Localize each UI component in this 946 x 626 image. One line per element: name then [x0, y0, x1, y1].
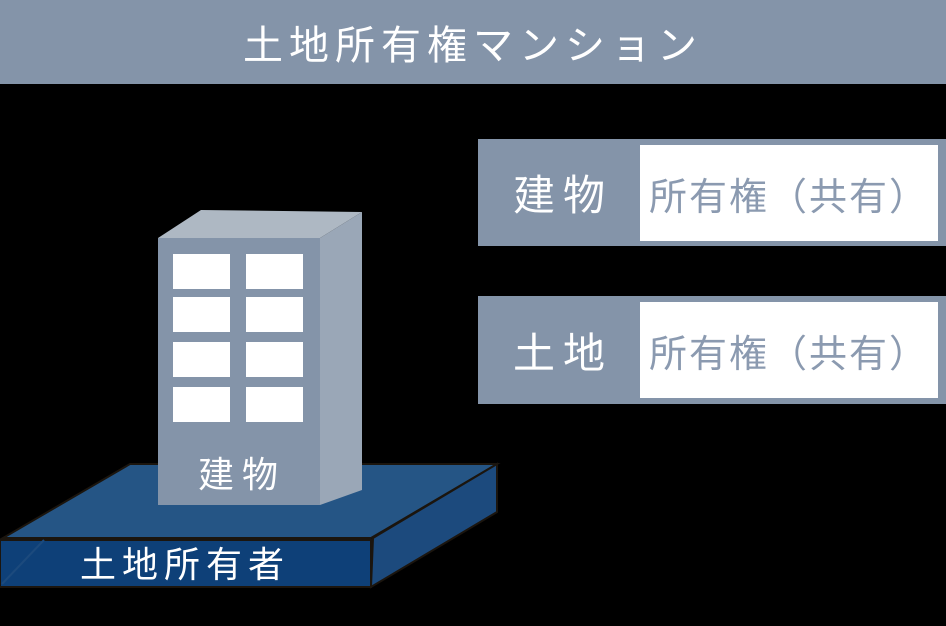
window — [246, 254, 303, 289]
row-land-label: 土地 — [512, 328, 613, 378]
row-building-label: 建物 — [512, 171, 613, 220]
window — [246, 342, 303, 377]
page-title: 土地所有権マンション — [243, 23, 703, 69]
row-land-value-box: 所有権（共有） — [640, 302, 938, 398]
building-top-face — [158, 210, 362, 238]
row-land-value: 所有権（共有） — [648, 331, 929, 376]
window — [173, 254, 230, 289]
title-bar: 土地所有権マンション — [0, 0, 946, 84]
window — [173, 297, 230, 332]
building-side-face — [320, 212, 362, 505]
land-front-face — [0, 539, 372, 588]
land-left-edge — [1, 539, 45, 585]
window — [246, 297, 303, 332]
window — [246, 387, 303, 422]
land-owner-label: 土地所有者 — [80, 545, 290, 586]
window — [173, 342, 230, 377]
row-building-value: 所有権（共有） — [648, 174, 929, 219]
building: 建物 — [158, 210, 362, 505]
row-building-value-box: 所有権（共有） — [640, 145, 938, 241]
building-label: 建物 — [198, 455, 286, 496]
ownership-row-building: 建物 所有権（共有） — [478, 139, 946, 246]
ownership-row-land: 土地 所有権（共有） — [478, 296, 946, 404]
window — [173, 387, 230, 422]
building-windows — [173, 254, 303, 422]
